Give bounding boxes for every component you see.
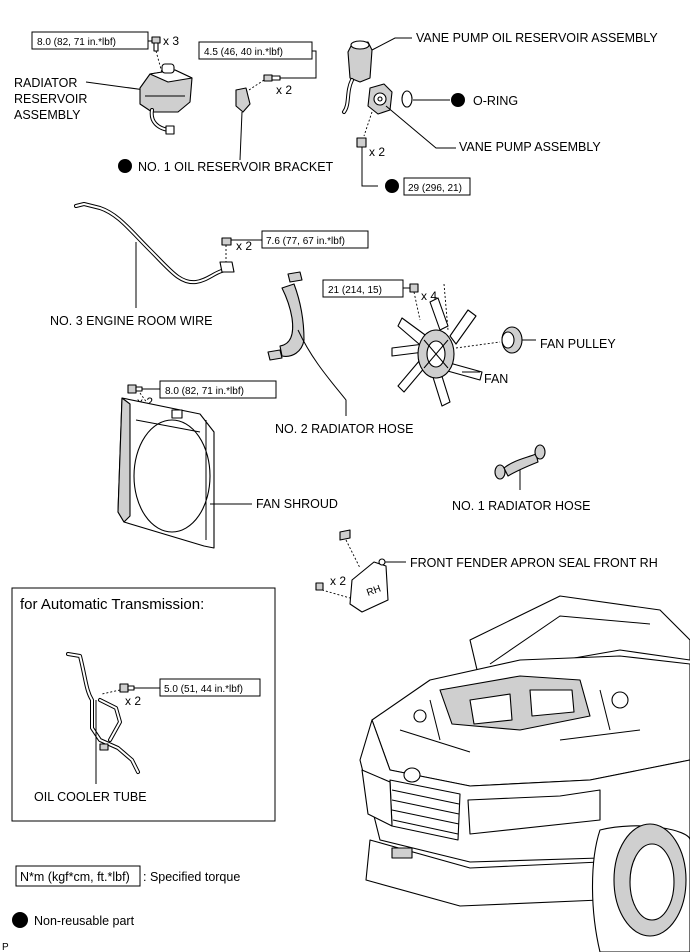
torque-fan: 21 (214, 15): [328, 285, 382, 296]
torque-reservoir: 8.0 (82, 71 in.*lbf): [37, 37, 116, 48]
nonreusable-mark-vane-pump-bolt: [385, 179, 399, 193]
torque-box-wire: [261, 230, 369, 249]
vane-pump-group: VANE PUMP OIL RESERVOIR ASSEMBLY O-RING …: [342, 31, 658, 196]
label-no1-radiator-hose: NO. 1 RADIATOR HOSE: [452, 499, 590, 513]
apron-screw-icon: [315, 582, 324, 591]
radiator-reservoir-part: [139, 63, 193, 135]
engine-room-wire-part: [74, 202, 234, 285]
vane-pump-bolt-icon: [356, 137, 367, 148]
apron-clip-icon: [339, 529, 351, 541]
fan-shroud-group: 8.0 (82, 71 in.*lbf) x 2 FAN SHROUD: [117, 380, 338, 549]
fan-pulley-part: [501, 326, 523, 354]
corner-mark: P: [2, 942, 9, 952]
torque-wire: 7.6 (77, 67 in.*lbf): [266, 236, 345, 247]
legend-nonreusable-desc: Non-reusable part: [34, 914, 135, 928]
shroud-bolt-icon: [127, 384, 143, 394]
label-o-ring: O-RING: [473, 94, 518, 108]
qty-reservoir-bolt: x 3: [163, 34, 179, 48]
wire-nut-icon: [221, 237, 232, 246]
qty-vane-pump-bolt: x 2: [369, 145, 385, 159]
engine-room-wire-group: NO. 3 ENGINE ROOM WIRE x 2 7.6 (77, 67 i…: [50, 202, 369, 328]
qty-wire-nut: x 2: [236, 239, 252, 253]
qty-oil-cooler-bolt: x 2: [125, 694, 141, 708]
label-oil-cooler-tube: OIL COOLER TUBE: [34, 790, 147, 804]
apron-seal-part: [349, 561, 389, 613]
label-vane-pump-oil-reservoir: VANE PUMP OIL RESERVOIR ASSEMBLY: [416, 31, 658, 45]
fan-nut-icon: [409, 283, 419, 293]
label-fan: FAN: [484, 372, 508, 386]
label-oil-reservoir-bracket: NO. 1 OIL RESERVOIR BRACKET: [138, 160, 334, 174]
label-no2-radiator-hose: NO. 2 RADIATOR HOSE: [275, 422, 413, 436]
o-ring-part: [401, 90, 413, 108]
legend-torque-box: [15, 865, 141, 887]
bracket-group: 4.5 (46, 40 in.*lbf) x 2 NO. 1 OIL RESER…: [118, 41, 334, 174]
torque-box-vane-pump: [403, 177, 471, 196]
label-engine-room-wire: NO. 3 ENGINE ROOM WIRE: [50, 314, 213, 328]
hose-clamp-icon-no1-lower: [494, 464, 506, 480]
nonreusable-mark-o-ring: [451, 93, 465, 107]
label-apron-seal: FRONT FENDER APRON SEAL FRONT RH: [410, 556, 658, 570]
bracket-bolt-icon: [263, 74, 281, 82]
no1-radiator-hose-part: [503, 453, 539, 477]
fan-part: [391, 297, 483, 407]
hose-clamp-icon: [287, 271, 303, 283]
no2-radiator-hose-part: [279, 283, 305, 357]
torque-bracket: 4.5 (46, 40 in.*lbf): [204, 47, 283, 58]
apron-seal-group: x 2 RH FRONT FENDER APRON SEAL FRONT RH: [315, 529, 658, 613]
label-fan-pulley: FAN PULLEY: [540, 337, 616, 351]
label-automatic-transmission: for Automatic Transmission:: [20, 596, 204, 613]
reservoir-bolt-icon: [151, 36, 161, 52]
no2-radiator-hose-group: NO. 2 RADIATOR HOSE: [267, 271, 413, 436]
label-vane-pump-assembly: VANE PUMP ASSEMBLY: [459, 140, 601, 154]
vane-pump-reservoir-part: [342, 40, 373, 114]
radiator-reservoir-group: 8.0 (82, 71 in.*lbf) x 3 RADIATOR RESERV…: [14, 31, 193, 135]
torque-oil-cooler: 5.0 (51, 44 in.*lbf): [164, 684, 243, 695]
legend-nonreusable-mark: [12, 912, 28, 928]
hose-clamp-icon-no1-upper: [534, 444, 546, 460]
fan-group: 21 (214, 15) x 4 FAN FAN PULLEY: [322, 279, 616, 407]
qty-apron-clip: x 2: [330, 574, 346, 588]
no1-radiator-hose-group: NO. 1 RADIATOR HOSE: [452, 444, 590, 513]
vehicle-illustration: [359, 595, 690, 952]
automatic-transmission-box: for Automatic Transmission: x 2 5.0 (51,…: [11, 587, 276, 822]
legend-torque-unit: N*m (kgf*cm, ft.*lbf): [20, 870, 130, 884]
qty-fan-nut: x 4: [421, 289, 437, 303]
label-radiator-reservoir-line2: RESERVOIR: [14, 92, 87, 106]
legend: N*m (kgf*cm, ft.*lbf) : Specified torque…: [2, 865, 240, 952]
label-radiator-reservoir-line1: RADIATOR: [14, 76, 77, 90]
vane-pump-part: [367, 83, 393, 115]
legend-torque-desc: : Specified torque: [143, 870, 240, 884]
nonreusable-mark-bracket: [118, 159, 132, 173]
label-radiator-reservoir-line3: ASSEMBLY: [14, 108, 81, 122]
torque-box-oil-cooler: [159, 678, 261, 697]
qty-bracket-bolt: x 2: [276, 83, 292, 97]
torque-vane-pump: 29 (296, 21): [408, 183, 462, 194]
bracket-part: [235, 87, 251, 113]
fan-shroud-part: [117, 397, 215, 549]
torque-shroud: 8.0 (82, 71 in.*lbf): [165, 386, 244, 397]
oil-cooler-tube-part: [66, 652, 140, 774]
hose-clamp-icon-lower: [267, 349, 283, 361]
label-fan-shroud: FAN SHROUD: [256, 497, 338, 511]
apron-seal-mark: RH: [365, 584, 382, 599]
